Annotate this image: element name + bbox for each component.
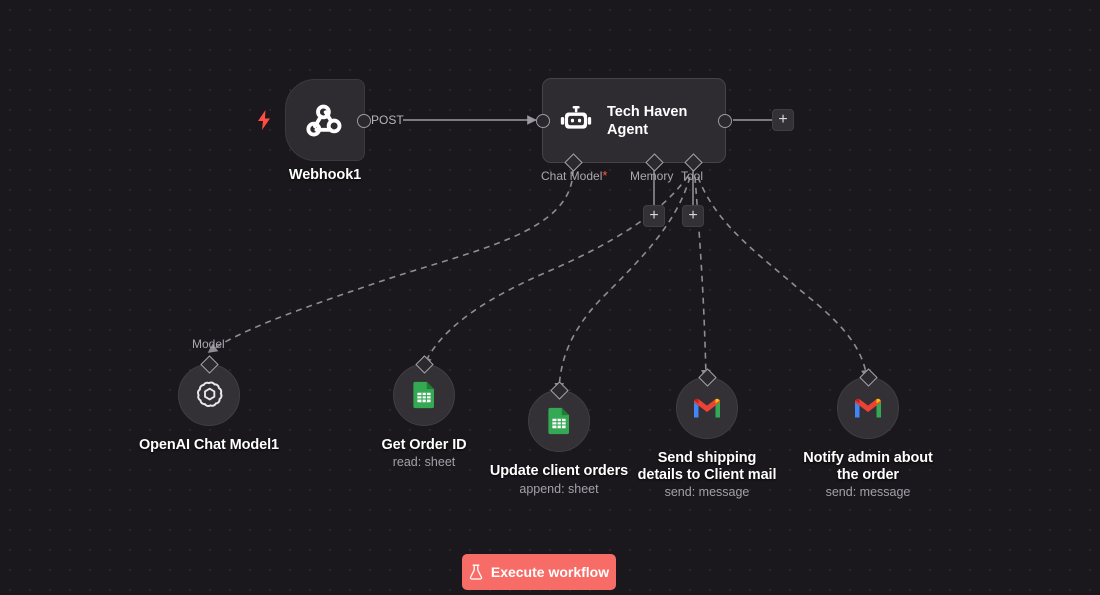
chat-model-text: Chat Model: [541, 169, 603, 183]
get-order-title: Get Order ID: [381, 437, 467, 453]
node-get-order-id[interactable]: [393, 355, 455, 426]
gmail-icon: [694, 398, 720, 418]
node-openai-chat-model1[interactable]: [178, 355, 240, 426]
node-notify-admin[interactable]: [837, 368, 899, 439]
add-memory-node-button[interactable]: +: [643, 205, 665, 227]
openai-title: OpenAI Chat Model1: [139, 437, 279, 453]
agent-port-label-memory: Memory: [630, 169, 674, 183]
webhook-output-port[interactable]: [357, 114, 371, 128]
google-sheets-icon: [548, 407, 569, 435]
node-tech-haven-agent[interactable]: Tech Haven Agent: [536, 78, 732, 172]
lightning-bolt-icon: [258, 110, 270, 130]
node-webhook1[interactable]: [285, 79, 371, 161]
openai-port-label: Model: [192, 337, 225, 351]
agent-output-port[interactable]: [718, 114, 732, 128]
robot-icon: [560, 105, 592, 129]
add-tool-node-button[interactable]: +: [682, 205, 704, 227]
agent-port-label-chat-model: Chat Model*: [541, 168, 608, 184]
webhook-icon: [306, 104, 342, 137]
chat-model-required-asterisk: *: [602, 168, 608, 183]
execute-workflow-button[interactable]: Execute workflow: [462, 554, 616, 590]
send-shipping-title: Send shipping details to Client mail: [637, 450, 777, 483]
webhook-output-label: POST: [371, 113, 404, 127]
node-send-shipping-details[interactable]: [676, 368, 738, 439]
get-order-subtitle: read: sheet: [392, 455, 456, 469]
execute-workflow-label: Execute workflow: [490, 564, 610, 580]
send-shipping-input-port[interactable]: [698, 368, 717, 387]
edge-chatmodel-to-openai: [207, 169, 574, 353]
edge-tool-to-update-orders: [554, 176, 691, 393]
openai-model-port[interactable]: [200, 355, 219, 374]
flask-icon: [469, 564, 483, 580]
agent-title: Tech Haven Agent: [607, 103, 688, 138]
update-orders-input-port[interactable]: [550, 381, 569, 400]
agent-input-port[interactable]: [536, 114, 550, 128]
agent-port-label-tool: Tool: [681, 169, 704, 183]
node-update-client-orders[interactable]: [528, 381, 590, 452]
get-order-input-port[interactable]: [415, 355, 434, 374]
update-orders-subtitle: append: sheet: [519, 482, 599, 496]
add-node-after-agent-button[interactable]: +: [772, 109, 794, 131]
notify-admin-input-port[interactable]: [859, 368, 878, 387]
notify-admin-title: Notify admin about the order: [803, 450, 933, 483]
notify-admin-subtitle: send: message: [825, 485, 911, 499]
update-orders-title: Update client orders: [489, 463, 629, 479]
send-shipping-subtitle: send: message: [664, 485, 750, 499]
edge-tool-to-notify-admin: [697, 176, 871, 380]
openai-icon: [196, 381, 223, 408]
webhook-title: Webhook1: [288, 167, 362, 183]
gmail-icon: [855, 398, 881, 418]
google-sheets-icon: [413, 381, 434, 409]
